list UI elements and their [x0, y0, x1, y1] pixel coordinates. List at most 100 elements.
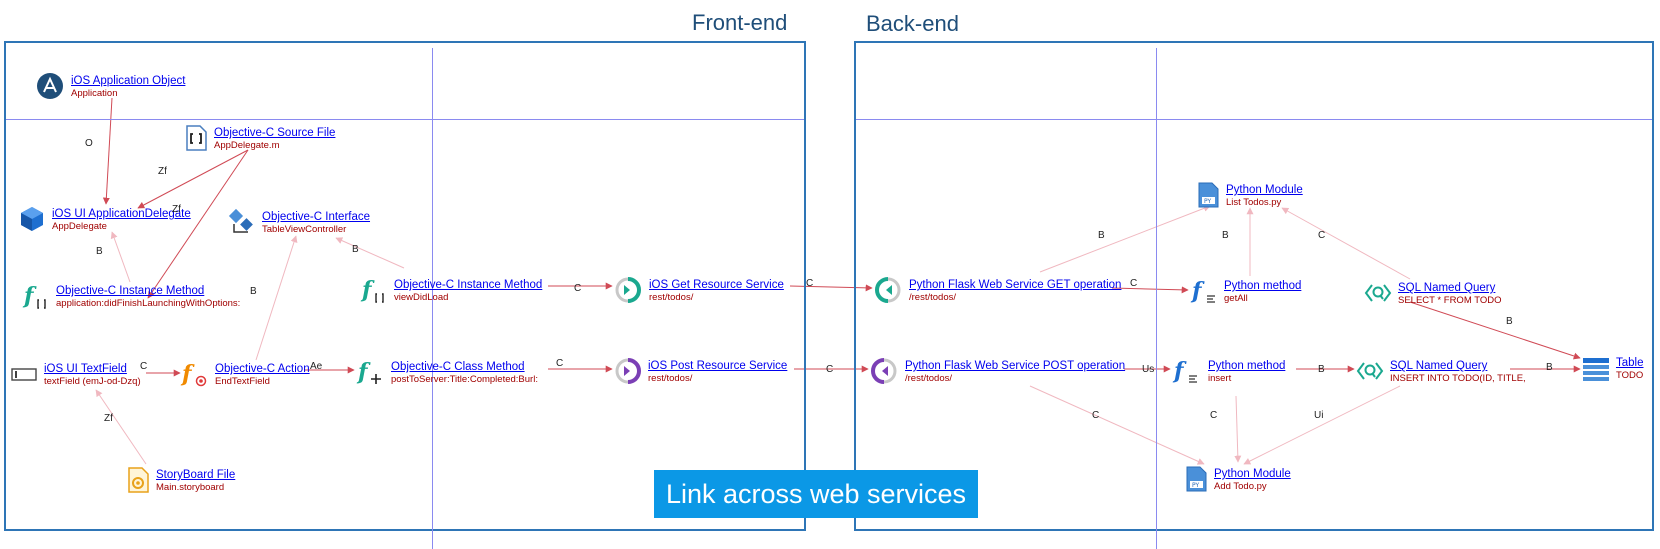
cube-icon — [21, 207, 43, 231]
edge-label: C — [1210, 410, 1218, 421]
svg-text:PY: PY — [1204, 198, 1211, 205]
edge-objc_method_did-to-ios_delegate — [110, 231, 131, 283]
node-subtitle: TableViewController — [262, 224, 347, 235]
back-divider-horizontal — [856, 119, 1652, 120]
edge-flask_get-to-py_method_getall — [1111, 286, 1189, 294]
edge-label: C — [1092, 410, 1100, 421]
edge-flask_post-to-py_method_insert — [1029, 385, 1205, 465]
edge-label: Zf — [172, 204, 181, 215]
node-name[interactable]: iOS Get Resource Service — [649, 279, 784, 291]
interface-icon — [228, 208, 253, 233]
edge-label: C — [574, 283, 582, 294]
svg-text:f: f — [1172, 358, 1187, 384]
node-subtitle: application:didFinishLaunchingWithOption… — [56, 298, 241, 309]
node-name[interactable]: iOS Application Object — [71, 75, 186, 87]
node-subtitle: AppDelegate.m — [214, 140, 280, 151]
table-icon — [1583, 358, 1609, 381]
back-divider-vertical — [1156, 48, 1157, 549]
edge-ios_get-to-flask_get — [789, 284, 873, 292]
node-subtitle: /rest/todos/ — [905, 373, 952, 384]
node-name[interactable]: SQL Named Query — [1390, 360, 1488, 372]
edge-label: O — [85, 138, 93, 149]
edge-label: B — [1318, 364, 1325, 375]
edge-label: Us — [1142, 364, 1155, 375]
edge-label: Zf — [104, 413, 113, 424]
node-name[interactable]: iOS UI TextField — [44, 363, 127, 375]
ios-app-icon — [37, 73, 63, 99]
textfield-icon — [11, 368, 37, 381]
source-file-icon — [186, 125, 207, 151]
edge-label: Ae — [310, 361, 323, 372]
back-end-title: Back-end — [866, 11, 959, 36]
action-icon: f — [180, 361, 207, 387]
edge-objc_action-to-objc_interface — [255, 235, 298, 361]
node-subtitle: /rest/todos/ — [909, 292, 956, 303]
sql-query-icon — [1364, 284, 1392, 302]
class-method-icon: f — [356, 359, 381, 385]
edge-label: B — [96, 246, 103, 257]
node-name[interactable]: iOS Post Resource Service — [648, 360, 788, 372]
node-subtitle: getAll — [1224, 293, 1248, 304]
node-name[interactable]: Objective-C Instance Method — [394, 279, 543, 291]
node-name[interactable]: Python Module — [1226, 184, 1303, 196]
python-file-icon: PY — [1198, 182, 1219, 208]
node-name[interactable]: Objective-C Action — [215, 363, 310, 375]
svg-text:f: f — [356, 359, 371, 385]
node-name[interactable]: Objective-C Class Method — [391, 361, 525, 373]
node-subtitle: postToServer:Title:Completed:Burl: — [391, 374, 538, 385]
edge-label: C — [140, 361, 148, 372]
storyboard-icon — [128, 467, 149, 493]
node-subtitle: textField (emJ-od-Dzq) — [44, 376, 141, 387]
svg-text:PY: PY — [1192, 482, 1199, 489]
edge-label: C — [1130, 278, 1138, 289]
node-subtitle: Application — [71, 88, 118, 99]
front-divider-vertical — [432, 48, 433, 549]
edge-label: C — [806, 278, 814, 289]
node-subtitle: SELECT * FROM TODO — [1398, 295, 1502, 306]
edge-objc_source-to-ios_delegate — [137, 149, 249, 209]
node-name[interactable]: SQL Named Query — [1398, 282, 1496, 294]
node-subtitle: Main.storyboard — [156, 482, 225, 493]
python-file-icon: PY — [1186, 466, 1207, 492]
back-end-panel — [854, 41, 1654, 531]
front-end-panel — [4, 41, 806, 531]
node-name[interactable]: Objective-C Instance Method — [56, 285, 205, 297]
edge-sql_insert-to-table_todo — [1243, 385, 1401, 465]
edge-sql_select-to-py_module_list — [1409, 301, 1581, 360]
edge-py_method_getall-to-sql_select — [1281, 207, 1411, 280]
edge-objc_method_view-to-objc_interface — [335, 237, 405, 269]
node-name[interactable]: iOS UI ApplicationDelegate — [52, 208, 191, 220]
node-name[interactable]: Python method — [1224, 280, 1302, 292]
method-icon: f — [22, 283, 46, 309]
edge-label: C — [1318, 230, 1326, 241]
edge-label: Ui — [1314, 410, 1324, 421]
front-divider-horizontal — [6, 119, 804, 120]
edge-label: B — [1506, 316, 1513, 327]
python-method-icon: f — [1172, 358, 1197, 384]
node-name[interactable]: Objective-C Source File — [214, 127, 336, 139]
node-name[interactable]: Python Module — [1214, 468, 1291, 480]
flask-get-icon — [875, 277, 901, 303]
node-subtitle: INSERT INTO TODO(ID, TITLE, — [1390, 373, 1526, 384]
edge-label: B — [1546, 362, 1553, 373]
flask-post-icon — [871, 358, 897, 384]
node-name[interactable]: Table — [1616, 357, 1644, 369]
node-subtitle: viewDidLoad — [394, 292, 449, 303]
node-subtitle: Add Todo.py — [1214, 481, 1267, 492]
node-name[interactable]: Python method — [1208, 360, 1286, 372]
node-subtitle: insert — [1208, 373, 1232, 384]
node-subtitle: EndTextField — [215, 376, 270, 387]
front-end-title: Front-end — [692, 10, 788, 35]
node-subtitle: rest/todos/ — [648, 373, 693, 384]
python-method-icon: f — [1190, 278, 1215, 304]
node-name[interactable]: Python Flask Web Service POST operation — [905, 360, 1126, 372]
edge-storyboard-to-ios_textfield — [95, 389, 147, 465]
post-service-icon — [615, 358, 641, 384]
svg-text:f: f — [1190, 278, 1205, 304]
edge-objc_source-to-objc_method_did — [147, 149, 249, 299]
node-name[interactable]: Python Flask Web Service GET operation — [909, 279, 1122, 291]
node-name[interactable]: StoryBoard File — [156, 469, 236, 481]
node-name[interactable]: Objective-C Interface — [262, 211, 371, 223]
